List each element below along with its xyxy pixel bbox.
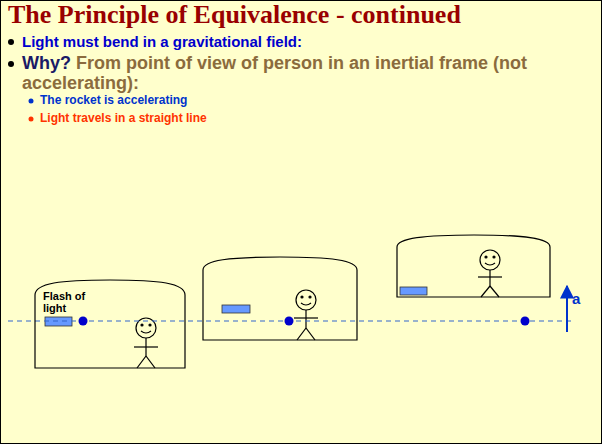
bullet-text: Light must bend in a gravitational field… — [22, 33, 302, 50]
stick-figure — [134, 318, 158, 368]
light-pulse — [285, 317, 294, 326]
question-text: Why? — [22, 53, 71, 73]
light-source — [45, 317, 72, 326]
rocket-outline — [35, 280, 185, 368]
bullet — [8, 39, 14, 45]
rocket-outline — [397, 235, 550, 297]
stick-figure — [478, 250, 502, 297]
bullet — [29, 117, 34, 122]
acceleration-arrow — [566, 286, 568, 332]
sub-bullet-text: The rocket is accelerating — [40, 93, 187, 107]
rocket-text-area: Flash of light — [43, 290, 101, 314]
slide-title: The Principle of Equivalence - continued — [8, 1, 461, 29]
rocket-outline — [203, 257, 357, 340]
bullet — [29, 99, 34, 104]
sub-bullet-text: Light travels in a straight line — [40, 111, 207, 125]
acceleration-label: a — [572, 290, 580, 307]
bullet-text: From point of view of person in an inert… — [22, 53, 527, 93]
light-source — [400, 287, 427, 295]
stick-figure — [294, 290, 318, 340]
flash-label: Flash of light — [43, 290, 101, 314]
rocket-box: Flash of light — [35, 278, 185, 368]
light-pulse — [521, 317, 530, 326]
light-pulse — [79, 317, 88, 326]
bullet-paragraph: Why? From point of view of person in an … — [22, 53, 570, 93]
light-source — [222, 305, 250, 313]
bullet — [8, 61, 14, 67]
